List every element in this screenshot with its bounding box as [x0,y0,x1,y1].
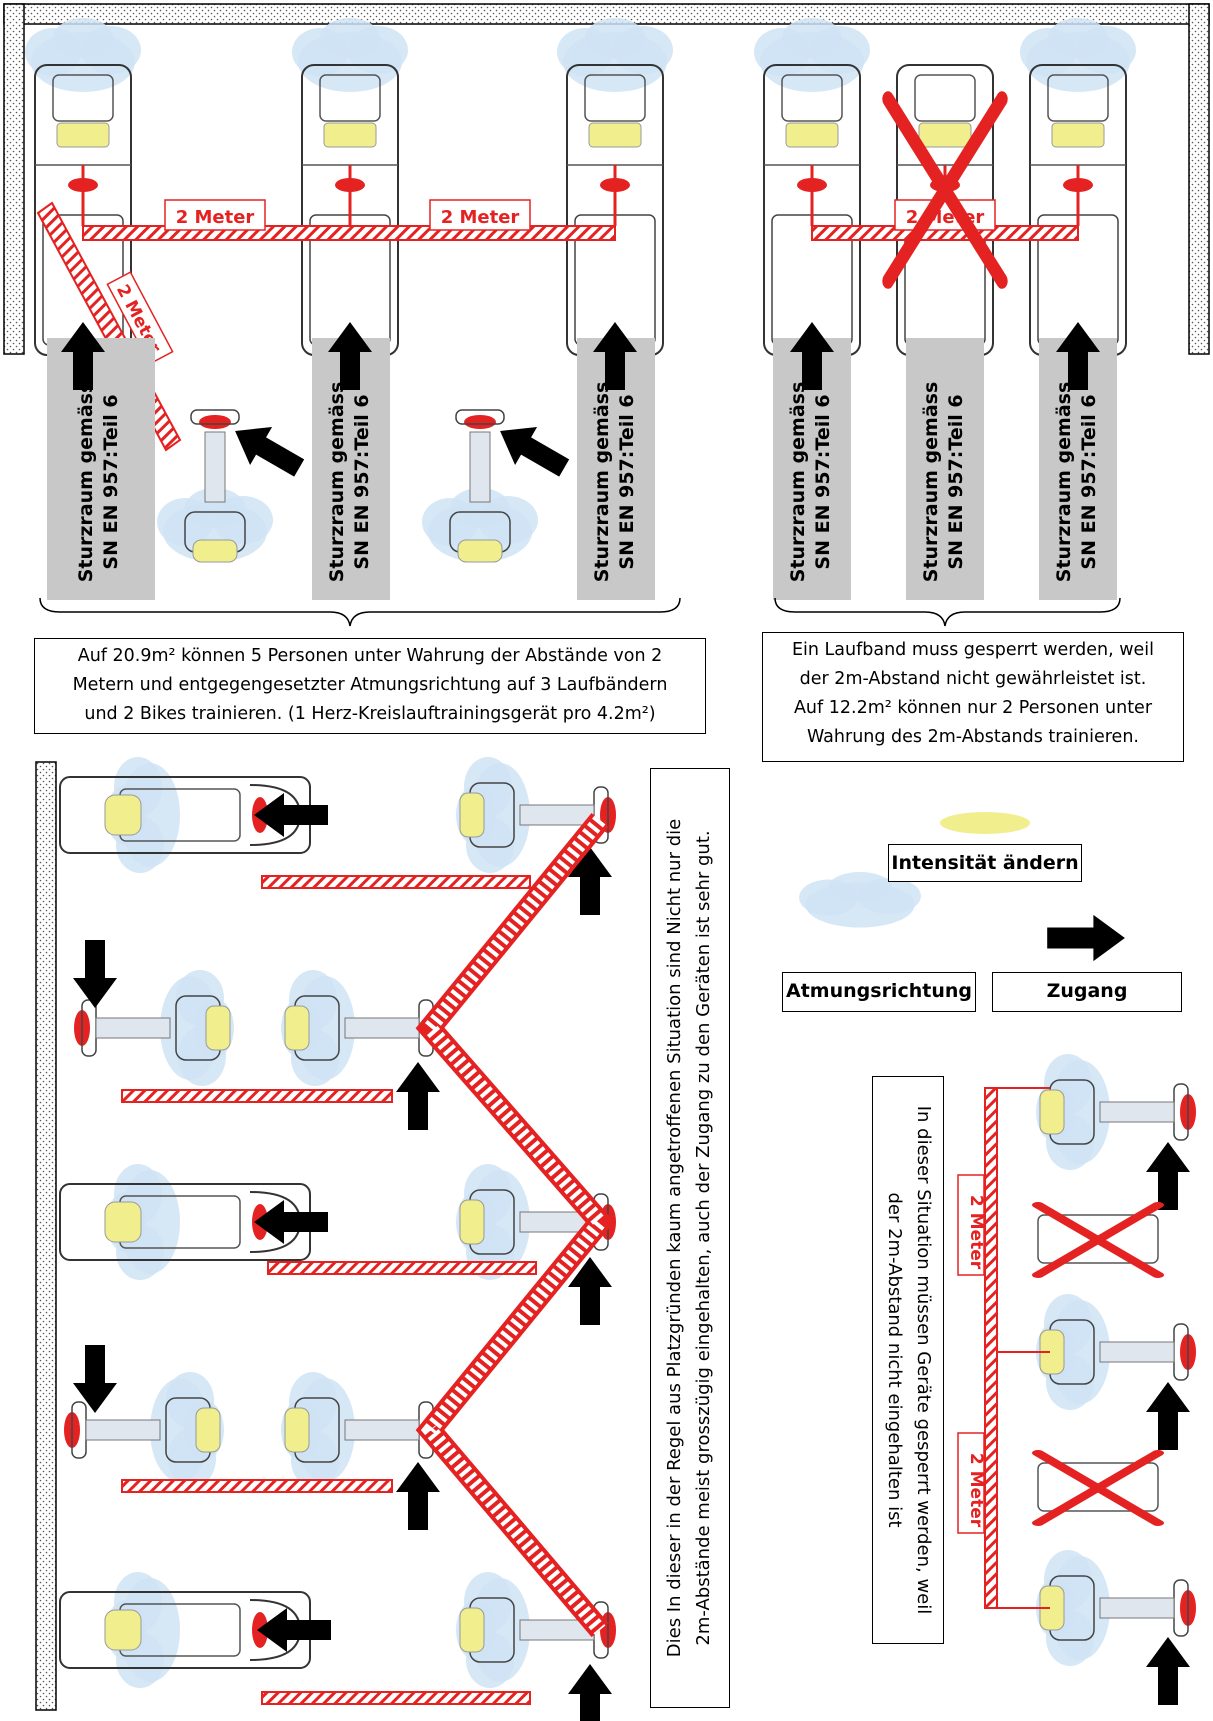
distance-bar-top-left [82,225,616,241]
note-line: In dieser Situation müssen Geräte gesper… [913,1105,934,1615]
row-1 [60,757,616,915]
meter-label-box [957,1174,985,1276]
row-4 [64,1345,441,1530]
row-2 [73,940,441,1130]
fall-zone-line2: SN EN 957:Teil 6 [1078,394,1100,570]
top-left-note: Auf 20.9m² können 5 Personen unter Wahru… [34,638,706,734]
fall-zone-line1: Sturzraum gemäss [75,381,97,583]
bottom-left-note [650,768,730,1708]
access-arrow-right-icon [1047,914,1125,962]
note-line: Ein Laufband muss gesperrt werden, weil [791,640,1155,660]
fall-zone-label: Sturzraum gemäss SN EN 957:Teil 6 [590,352,642,612]
fall-zone-label: Sturzraum gemäss SN EN 957:Teil 6 [1052,352,1104,612]
br-bike-1 [1036,1054,1196,1210]
meter-label-box [957,1432,985,1534]
meter-label: 2 Meter [441,207,520,228]
br-device-blocked-2 [1038,1453,1158,1523]
note-line: der 2m-Abstand nicht eingehalten ist [884,1192,905,1528]
distance-bar-vertical [984,1087,998,1609]
bottom-left-note-text: Dies In dieser in der Regel aus Platzgrü… [660,768,720,1708]
fall-zone-1 [47,338,155,600]
bottom-right-note [872,1076,944,1644]
fall-zone-5 [906,338,984,600]
fall-zone-line1: Sturzraum gemäss [787,381,809,583]
note-line: Metern und entgegengesetzter Atmungsrich… [72,675,668,695]
left-wall-top [3,3,25,355]
fall-zone-line2: SN EN 957:Teil 6 [616,394,638,570]
note-line: Dies In dieser in der Regel aus Platzgrü… [664,818,685,1658]
fall-zone-line1: Sturzraum gemäss [920,381,942,583]
note-line: Auf 20.9m² können 5 Personen unter Wahru… [77,646,663,666]
fall-zone-label: Sturzraum gemäss SN EN 957:Teil 6 [919,352,971,612]
meter-label: 2 Meter [176,207,255,228]
bottom-right-note-text: In dieser Situation müssen Geräte gesper… [878,1076,938,1644]
fall-zone-line1: Sturzraum gemäss [591,381,613,583]
fall-zone-line2: SN EN 957:Teil 6 [100,394,122,570]
fall-zone-label: Sturzraum gemäss SN EN 957:Teil 6 [786,352,838,612]
note-line: der 2m-Abstand nicht gewährleistet ist. [799,669,1147,689]
legend-access-label: Zugang [992,972,1182,1012]
br-bike-3 [1036,1550,1196,1705]
fall-zone-line1: Sturzraum gemäss [1053,381,1075,583]
right-wall-top [1188,3,1210,355]
fall-zone-line1: Sturzraum gemäss [326,381,348,583]
fall-zone-label: Sturzraum gemäss SN EN 957:Teil 6 [325,352,377,612]
meter-label-box [894,199,996,231]
note-line: und 2 Bikes trainieren. (1 Herz-Kreislau… [84,704,656,724]
br-bike-2 [1036,1294,1196,1450]
meter-label-box [429,199,531,231]
grouping-brace [774,597,1121,627]
meter-label: 2 Meter [966,1195,986,1270]
fall-zone-line2: SN EN 957:Teil 6 [351,394,373,570]
note-line: 2m-Abstände meist grosszügig eingehalten… [693,830,714,1646]
row-5 [60,1572,616,1721]
fall-zone-line2: SN EN 957:Teil 6 [812,394,834,570]
left-wall-bottom [35,761,57,1711]
legend-intensity-label: Intensität ändern [888,844,1082,882]
intensity-ellipse-icon [940,812,1030,834]
row-3 [60,1164,616,1325]
legend-breathing-label: Atmungsrichtung [782,972,976,1012]
distance-zigzag-hatch [420,815,610,1635]
note-line: Wahrung des 2m-Abstands trainieren. [807,727,1139,747]
br-device-blocked-1 [1038,1205,1158,1275]
meter-label-box [164,199,266,231]
note-line: Auf 12.2m² können nur 2 Personen unter [793,698,1153,718]
fall-zone-label: Sturzraum gemäss SN EN 957:Teil 6 [74,352,126,612]
top-right-note: Ein Laufband muss gesperrt werden, weil … [762,632,1184,762]
fall-zone-line2: SN EN 957:Teil 6 [945,394,967,570]
meter-label: 2 Meter [966,1453,986,1528]
grouping-brace [39,597,681,627]
meter-label-box [106,271,174,365]
